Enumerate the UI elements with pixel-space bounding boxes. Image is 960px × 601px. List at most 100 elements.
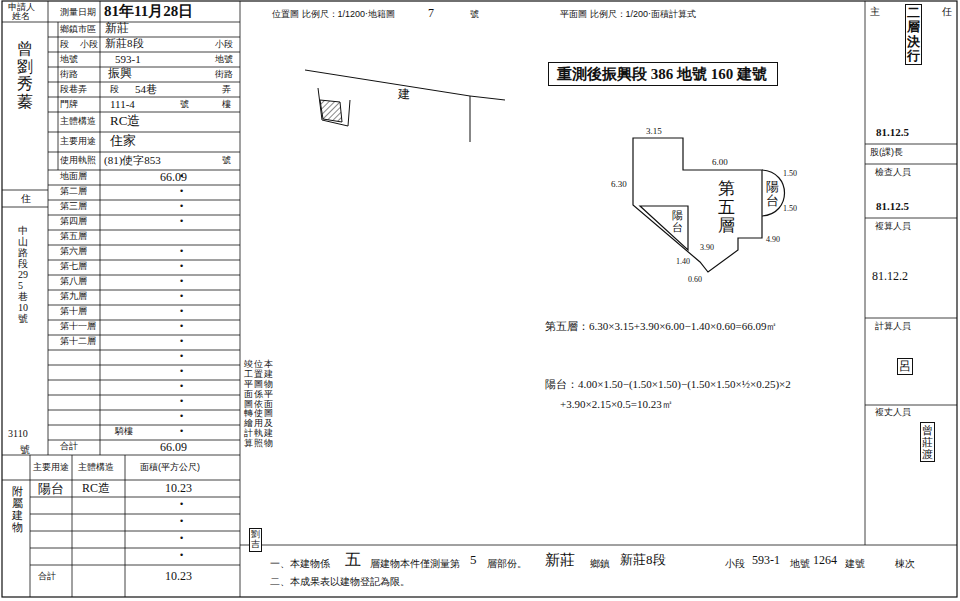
form-text: 街路 <box>215 70 233 80</box>
form-text: 任 <box>942 6 952 17</box>
form-text: 街路 <box>60 70 78 80</box>
form-text: 段 <box>110 85 119 95</box>
form-text: 號 <box>222 156 231 166</box>
form-text: 10.23 <box>165 482 192 495</box>
form-text: 81.12.5 <box>876 126 909 138</box>
form-text: 第八層 <box>60 277 87 287</box>
form-text: 測量日期 <box>60 8 96 18</box>
form-text: 新莊8段 <box>620 553 666 567</box>
form-text: 第九層 <box>60 292 87 302</box>
form-text: 樓 <box>222 100 231 110</box>
form-text: • <box>180 367 183 377</box>
form-text: 主要用途 <box>60 137 96 147</box>
form-text: 主要用途 <box>33 463 69 473</box>
form-text: • <box>180 397 183 407</box>
form-text: 五 <box>345 551 361 569</box>
form-text: 平面圖 比例尺：1/200‧面積計算式 <box>560 10 696 20</box>
form-text: (81)使字853 <box>104 154 161 166</box>
form-text: 號 <box>180 100 189 110</box>
form-text: 4.90 <box>766 236 780 245</box>
form-text: • <box>180 322 183 332</box>
form-text: 住家 <box>110 134 136 148</box>
stamp: 劉吉 <box>249 528 262 552</box>
form-text: 第二層 <box>60 187 87 197</box>
form-text: • <box>180 534 183 544</box>
form-text: • <box>180 427 183 437</box>
form-text: 建 <box>398 88 410 101</box>
form-text: 段 <box>60 40 69 50</box>
stamp: 曾莊渡 <box>920 422 935 462</box>
form-text: +3.90×2.15×0.5=10.23㎡ <box>560 398 673 410</box>
form-text: • <box>180 551 183 561</box>
form-text: • <box>180 187 183 197</box>
form-text: 81.12.2 <box>872 270 908 283</box>
form-text: • <box>180 382 183 392</box>
form-text: 檢查人員 <box>875 168 911 178</box>
form-text: 計算人員 <box>875 322 911 332</box>
form-text: 593-1 <box>115 53 141 65</box>
form-text: 層部份。 <box>487 558 527 569</box>
vertical-text: 中山路段295巷10號 <box>18 225 28 324</box>
form-text: 號 <box>470 10 479 20</box>
form-text: 第十二層 <box>60 337 96 347</box>
form-text: • <box>180 217 183 227</box>
form-text: 地號 <box>60 55 78 65</box>
form-text: • <box>180 517 183 527</box>
vertical-text: 陽台 <box>672 209 683 233</box>
stamp: 呂 <box>897 358 913 375</box>
form-text: 小段 <box>80 40 98 50</box>
form-text: 地號 <box>790 558 810 569</box>
form-text: • <box>180 500 183 510</box>
vertical-text: 曾劉秀蓁 <box>17 40 33 110</box>
form-text: 層建物本件僅測量第 <box>370 558 460 569</box>
form-text: • <box>180 277 183 287</box>
form-text: 合計 <box>38 572 56 582</box>
form-text: • <box>180 292 183 302</box>
form-text: 棟次 <box>895 558 915 569</box>
form-text: 81.12.5 <box>876 200 909 212</box>
form-text: 1.50 <box>783 205 797 214</box>
form-text: 第七層 <box>60 262 87 272</box>
form-text: RC造 <box>110 114 140 128</box>
form-text: 第六層 <box>60 247 87 257</box>
form-text: 66.09 <box>160 441 187 454</box>
form-text: 第四層 <box>60 217 87 227</box>
form-text: 6.00 <box>712 158 728 168</box>
form-text: • <box>180 352 183 362</box>
form-text: 第十層 <box>60 307 87 317</box>
form-text: 81年11月28日 <box>104 3 193 20</box>
form-text: 合計 <box>60 442 78 452</box>
form-text: 建號 <box>845 558 865 569</box>
form-text: 鄉鎮市區 <box>60 25 96 35</box>
form-text: 3.90 <box>700 244 714 253</box>
form-text: 主 <box>870 6 880 17</box>
form-text: 使用執照 <box>60 156 96 166</box>
form-text: • <box>180 412 183 422</box>
vertical-text: 位置圖係依使用執照 <box>254 360 263 449</box>
form-text: 二、本成果表以建物登記為限。 <box>270 576 410 587</box>
form-text: 5 <box>470 553 477 567</box>
form-text: 陽台 <box>38 482 64 496</box>
form-text: 小段 <box>725 558 745 569</box>
form-text: 複算人員 <box>875 222 911 232</box>
stamp: 二層決行 <box>905 4 922 65</box>
form-text: 一、本建物係 <box>270 558 330 569</box>
form-text: 股(課)長 <box>870 148 903 158</box>
form-text: 弄 <box>222 85 231 95</box>
form-text: 第十一層 <box>60 322 96 332</box>
form-text: • <box>180 337 183 347</box>
form-text: 3110 <box>8 428 28 439</box>
location-map <box>305 70 505 142</box>
form-text: • <box>180 202 183 212</box>
form-text: 第三層 <box>60 202 87 212</box>
form-text: 0.60 <box>688 276 702 285</box>
form-text: 第五層 <box>60 232 87 242</box>
form-text: 主體構造 <box>60 117 96 127</box>
form-text: 111-4 <box>110 98 135 110</box>
form-text: 複丈人員 <box>875 408 911 418</box>
form-text: 騎樓 <box>115 427 133 437</box>
form-text: 門牌 <box>60 100 78 110</box>
